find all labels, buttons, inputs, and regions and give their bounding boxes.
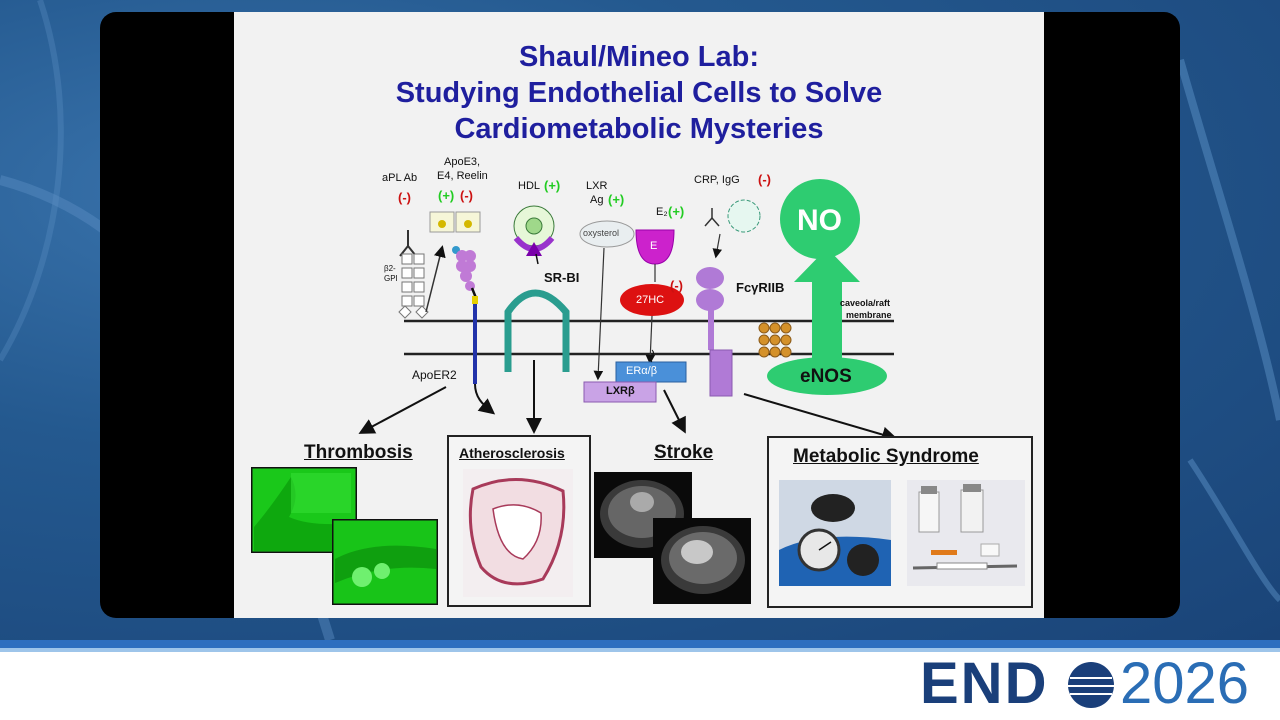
- slide: Shaul/Mineo Lab: Studying Endothelial Ce…: [234, 12, 1044, 618]
- apoer2-thrombosis-arrow: [358, 386, 447, 434]
- crp-pentamer-icon: [727, 199, 761, 233]
- title-line-2: Studying Endothelial Cells to Solve: [395, 77, 883, 109]
- apl-ab-label: aPL Ab: [382, 172, 418, 184]
- apoer2-receptor: [452, 246, 496, 415]
- apl-minus-sign: (-): [398, 190, 411, 205]
- fcgriib-label: FcγRIIB: [736, 280, 785, 295]
- hdl-plus-sign: (+): [544, 178, 561, 193]
- title-line-1: Shaul/Mineo Lab:: [518, 41, 760, 73]
- pathway-diagram: [358, 179, 898, 443]
- thrombosis-image-2: [332, 519, 438, 605]
- lxr-plus-sign: (+): [608, 192, 625, 207]
- lxrb-label: LXRβ: [606, 385, 635, 397]
- 27hc-label: 27HC: [636, 294, 665, 306]
- lxr-label-2: Ag: [590, 194, 604, 206]
- lxrb-box: [583, 381, 657, 403]
- enos-ellipse: [767, 357, 887, 395]
- b2gpi-icon: [398, 253, 429, 319]
- lxrb-arrow: [663, 389, 686, 434]
- 27hc-arrow: [645, 315, 656, 365]
- apoe-label-1: ApoE3,: [444, 156, 481, 168]
- e2-cup-icon: [635, 229, 675, 265]
- fcgriib-receptor: [696, 267, 733, 397]
- caveola-label-1: caveola/raft: [840, 298, 891, 308]
- e-in-cup-label: E: [650, 240, 658, 252]
- 27hc-minus-sign: (-): [670, 278, 683, 293]
- no-label: NO: [797, 204, 842, 237]
- oxysterol-arrow: [593, 247, 605, 381]
- atherosclerosis-histology-image: [463, 469, 573, 597]
- hdl-label: HDL: [518, 180, 541, 192]
- no-arrow: [794, 248, 860, 360]
- crp-arrow: [712, 233, 723, 259]
- endo-logo-year: 2026: [1120, 651, 1250, 716]
- caveolin-cluster-icon: [758, 322, 792, 358]
- apoe-plus-sign: (+): [438, 188, 455, 203]
- apoe-ligand-icons: [429, 211, 481, 233]
- stroke-mri-image-2: [653, 518, 751, 604]
- atherosclerosis-panel: Atherosclerosis: [447, 435, 591, 607]
- fcgriib-arrow: [743, 393, 898, 443]
- caveola-label-2: membrane: [846, 310, 892, 320]
- footer-bar: [0, 640, 1280, 720]
- thrombosis-heading: Thrombosis: [304, 442, 413, 463]
- no-circle: [780, 179, 860, 259]
- e2-plus-sign: (+): [668, 204, 685, 219]
- hdl-particle-icon: [513, 205, 555, 256]
- metabolic-heading: Metabolic Syndrome: [793, 446, 979, 467]
- crp-minus-sign: (-): [758, 172, 771, 187]
- igg-icon: [704, 208, 720, 227]
- antibody-icon: [399, 230, 417, 257]
- er-label: ERα/β: [626, 365, 658, 377]
- metabolic-panel: Metabolic Syndrome: [767, 436, 1033, 608]
- b2gpi-label-1: β2-: [384, 264, 396, 273]
- crp-label: CRP, IgG: [694, 174, 740, 186]
- footer-accent-line: [0, 640, 1280, 648]
- insulin-vials-syringe-image: [907, 480, 1025, 586]
- footer-accent-line-light: [0, 648, 1280, 652]
- lxr-label-1: LXR: [586, 180, 608, 192]
- endo-logo-globe-icon: [1068, 662, 1114, 708]
- oxysterol-ellipse: [579, 220, 635, 248]
- apoer2-label: ApoER2: [412, 368, 457, 382]
- thrombosis-image-1: [251, 467, 357, 553]
- apoe-minus-sign: (-): [460, 188, 473, 203]
- e2-label: E₂: [656, 206, 668, 218]
- title-line-3: Cardiometabolic Mysteries: [454, 113, 824, 145]
- srbi-label: SR-BI: [544, 270, 580, 285]
- oxysterol-label: oxysterol: [583, 228, 620, 238]
- b2gpi-label-2: GPI: [384, 274, 398, 283]
- blood-pressure-cuff-image: [779, 480, 891, 586]
- 27hc-oval: [620, 284, 684, 316]
- slide-title: Shaul/Mineo Lab: Studying Endothelial Ce…: [234, 39, 1044, 147]
- apoe-label-2: E4, Reelin: [437, 170, 488, 182]
- er-tether: [650, 349, 654, 363]
- srbi-receptor: [504, 289, 570, 372]
- enos-label: eNOS: [800, 366, 852, 387]
- apl-arrow: [425, 245, 446, 313]
- atherosclerosis-heading: Atherosclerosis: [459, 445, 565, 461]
- endo-logo-text: END: [920, 651, 1049, 716]
- stroke-heading: Stroke: [654, 442, 714, 463]
- hdl-to-srbi-line: [535, 253, 539, 265]
